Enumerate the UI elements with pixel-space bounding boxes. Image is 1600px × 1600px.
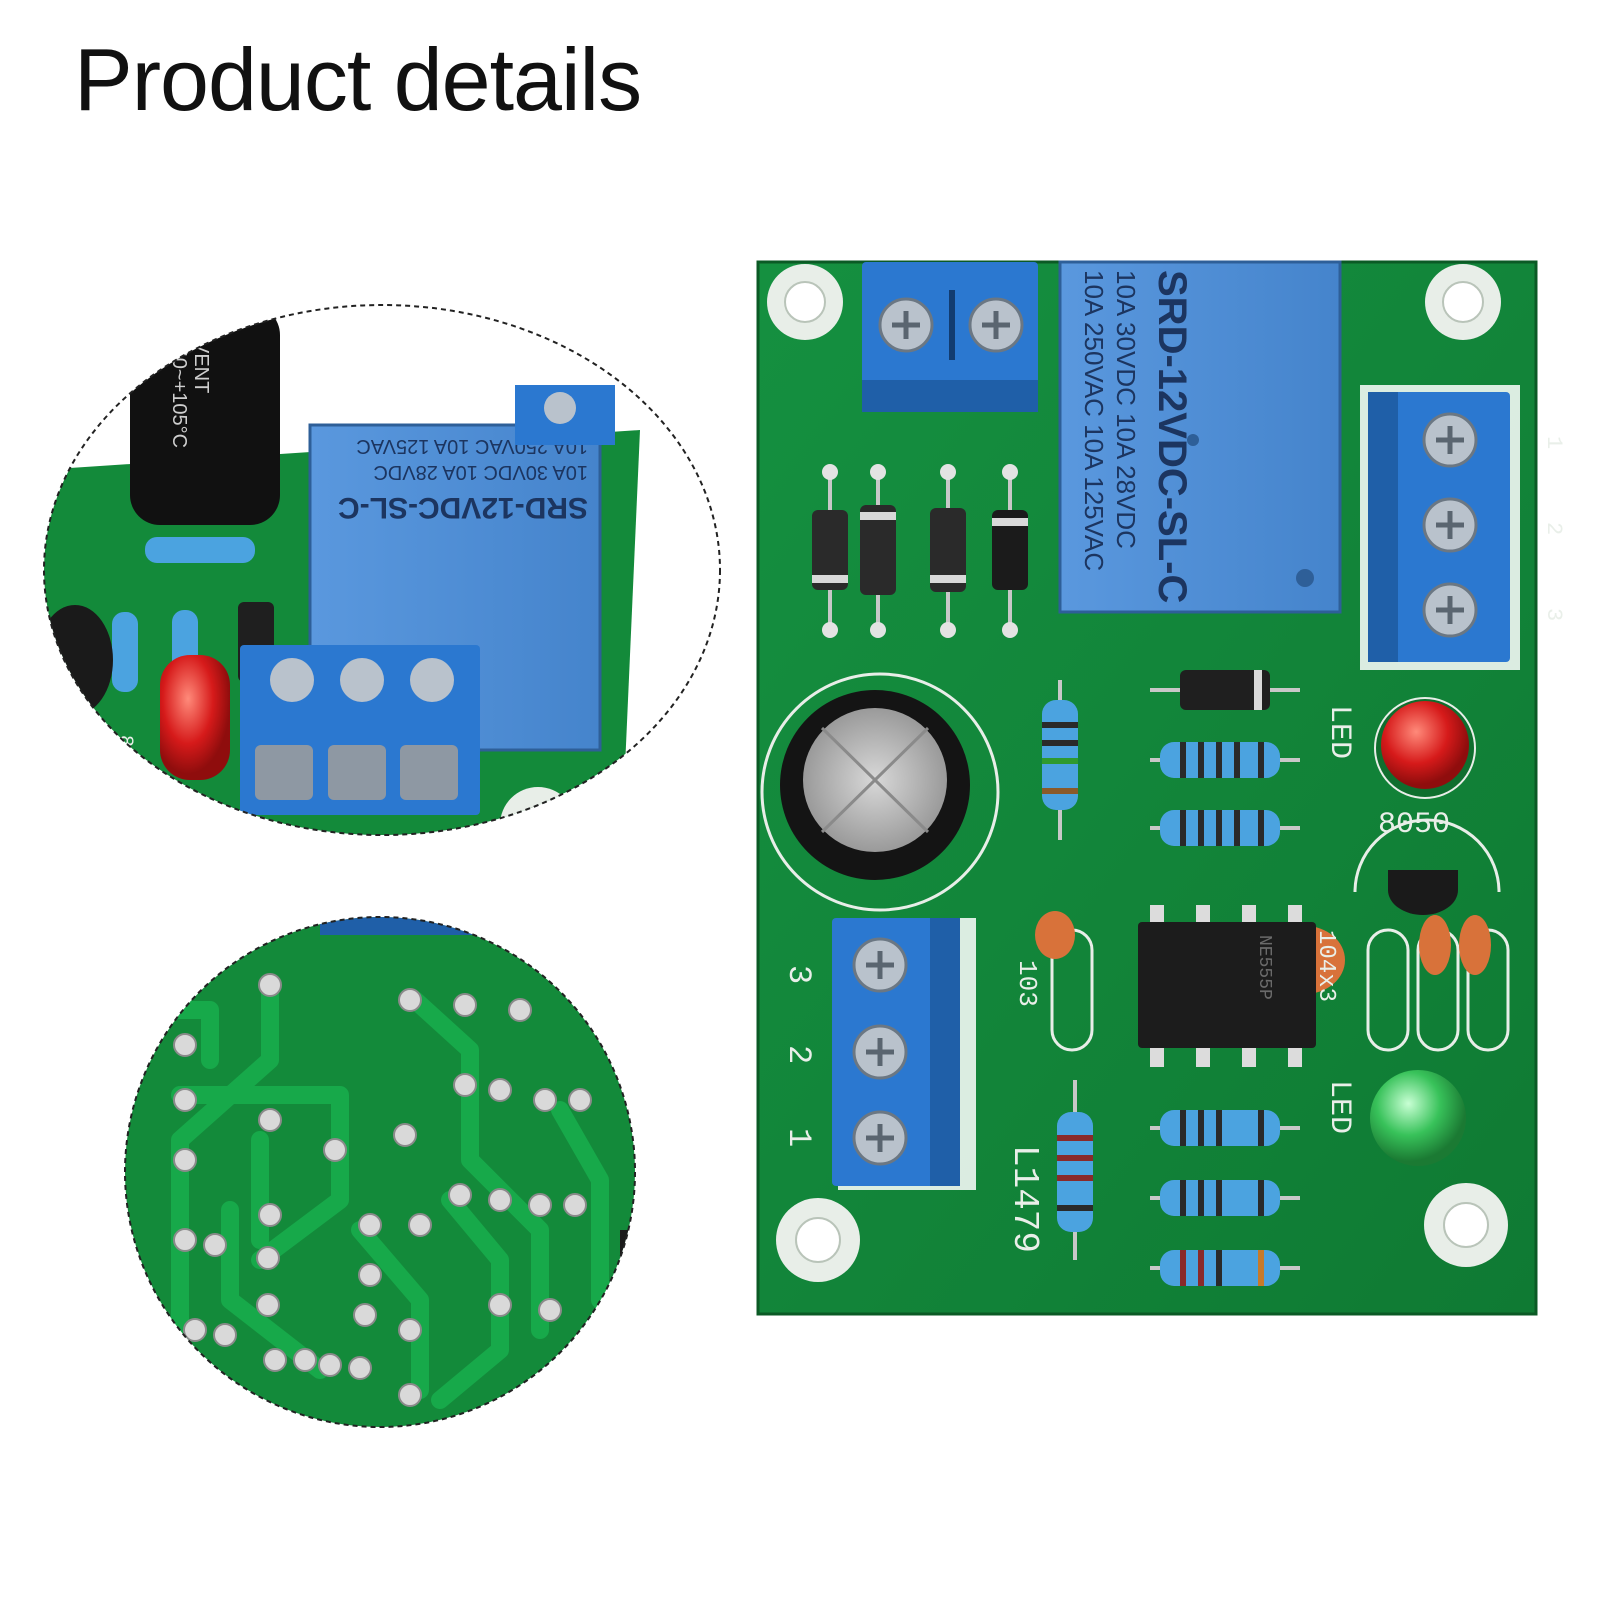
terminal-left-number-1: 1 [780, 1128, 817, 1147]
main-board: 10A 250VAC 10A 125VAC 10A 30VDC 10A 28VD… [756, 260, 1566, 1316]
resistor [1057, 1080, 1093, 1260]
relay: 10A 250VAC 10A 125VAC 10A 30VDC 10A 28VD… [1058, 260, 1342, 614]
resistor [1042, 680, 1078, 840]
zoom-terminal-number-3: 3 [271, 829, 282, 849]
led-top-label: LED [1322, 705, 1356, 759]
led-bottom-label: LED [1322, 1080, 1356, 1134]
terminal-left-number-2: 2 [780, 1045, 817, 1064]
terminal-right-number-1: 1 [1541, 436, 1566, 449]
relay-text-line-2: 10A 30VDC 10A 28VDC [1111, 270, 1141, 549]
zoom-relay-line-3: SRD-12VDC-SL-C [338, 491, 588, 524]
relay-text-line-3: SRD-12VDC-SL-C [1150, 270, 1194, 603]
terminal-right-number-3: 3 [1541, 608, 1566, 621]
zoom-cap-text-1: VENT [190, 340, 212, 393]
terminal-left-number-3: 3 [780, 965, 817, 984]
board-id: L1479 [1004, 1145, 1045, 1253]
transistor-label: 8050 [1378, 808, 1450, 842]
diode-horizontal [1150, 670, 1300, 710]
resistor-stack-bottom [1150, 1110, 1300, 1286]
terminal-right-number-2: 2 [1541, 522, 1566, 535]
terminal-block-2pin [862, 262, 1038, 412]
chip-label: NE555P [1254, 935, 1274, 1000]
cap-label-right: 104x3 [1312, 930, 1339, 1002]
ic-chip: NE555P [1138, 905, 1316, 1067]
zoom-inset-bottom [124, 916, 636, 1428]
terminal-block-right [1360, 385, 1520, 670]
green-led [1370, 1070, 1466, 1166]
zoom-relay-line-2: 10A 30VDC 10A 28VDC [373, 461, 588, 483]
zoom-inset-top: VENT -40~+105°C 10A 250VAC 10A 125VAC 10… [43, 304, 721, 849]
diode-row [812, 464, 1028, 638]
zoom-terminal-number-2: 2 [345, 829, 356, 849]
mounting-hole-icon [767, 264, 1508, 1282]
solder-joint-icon [173, 973, 592, 1407]
zoom-cap-text-2: -40~+105°C [168, 340, 190, 448]
zoom-terminal-block [240, 645, 480, 815]
transistor [1353, 818, 1501, 915]
terminal-block-left [832, 918, 976, 1190]
cap-label: 103 [1012, 960, 1042, 1007]
zoom-transistor-label: 8050 [113, 735, 136, 783]
resistor-pair-top [1150, 742, 1300, 846]
red-led [1374, 697, 1476, 799]
page-title: Product details [74, 30, 642, 129]
relay-text-line-1: 10A 250VAC 10A 125VAC [1079, 270, 1109, 571]
electrolytic-capacitor [760, 672, 1000, 912]
